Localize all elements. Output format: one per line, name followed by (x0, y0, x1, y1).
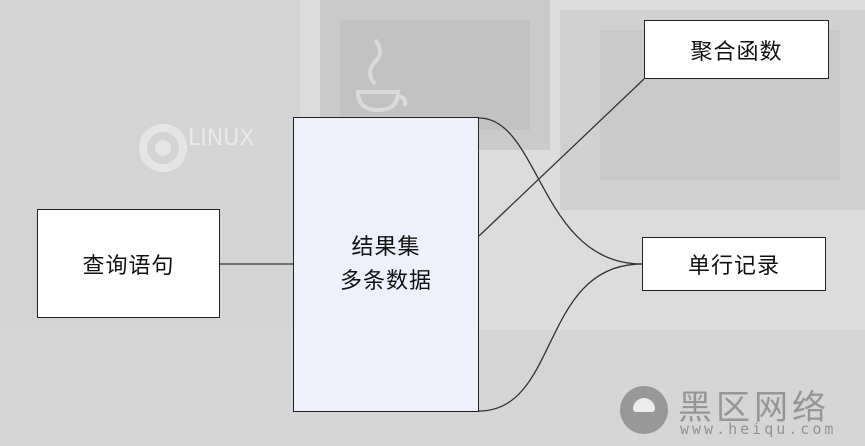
query-statement-label: 查询语句 (82, 253, 175, 279)
watermark-title: 黑区网络 (678, 388, 830, 428)
linux-gear-icon (139, 124, 187, 172)
edge-result-bottom-to-single-row (478, 263, 643, 412)
watermark-url: www.heiqu.com (680, 420, 837, 438)
edge-result-to-aggregate (478, 78, 645, 237)
linux-brand-text: LINUX (188, 126, 254, 151)
single-row-label: 单行记录 (687, 254, 780, 279)
result-set-label: 结果集 (351, 234, 421, 260)
multiple-rows-label: 多条数据 (339, 268, 432, 294)
query-statement-node: 查询语句 (37, 209, 220, 318)
result-set-node: 结果集 多条数据 (293, 117, 479, 412)
aggregate-function-node: 聚合函数 (644, 20, 829, 79)
mushroom-logo-icon (620, 386, 668, 434)
edge-result-top-to-single-row (478, 117, 643, 265)
single-row-node: 单行记录 (642, 237, 826, 291)
watermark: 黑区网络 www.heiqu.com (620, 380, 855, 440)
java-cup-icon (355, 38, 408, 113)
aggregate-function-label: 聚合函数 (690, 39, 783, 65)
